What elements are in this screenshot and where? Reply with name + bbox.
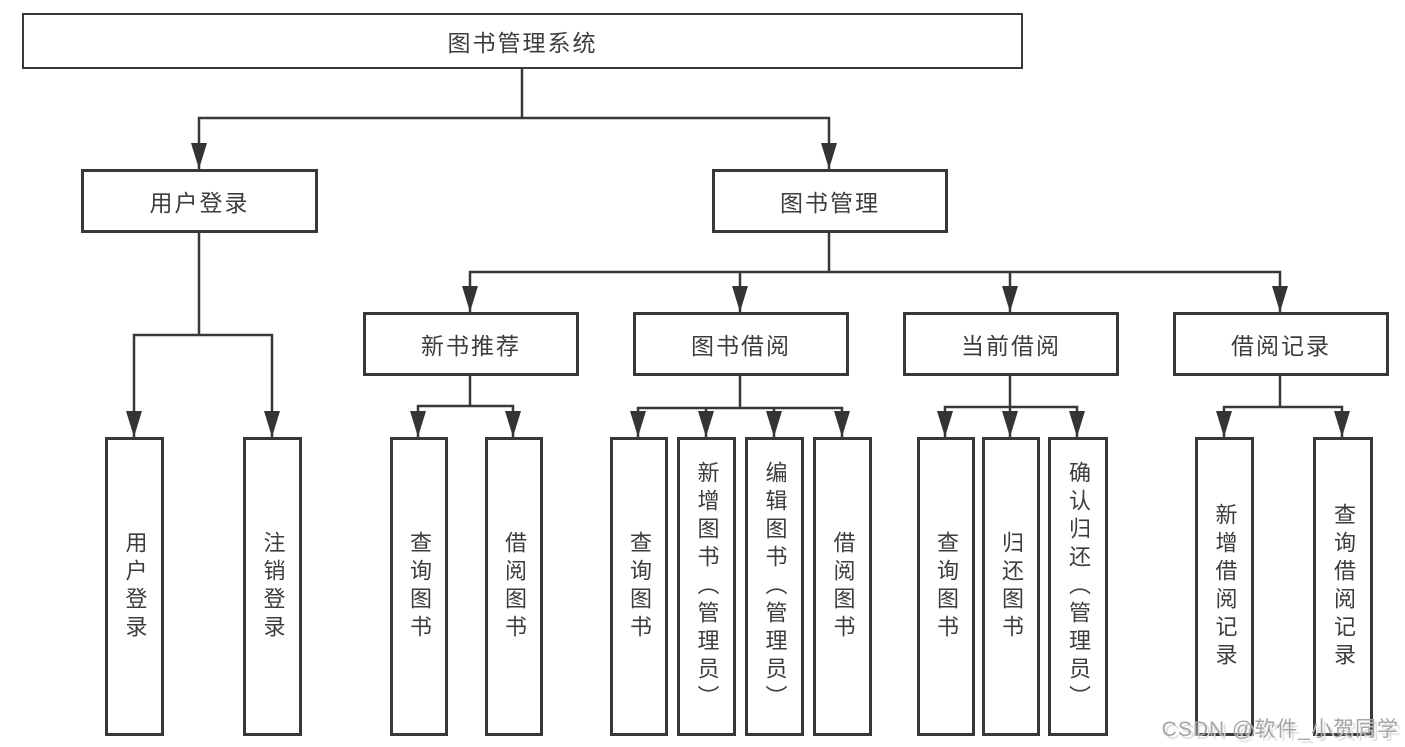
arrow-icon	[1002, 411, 1018, 437]
connector-root-to-level2	[197, 68, 831, 169]
arrow-icon	[937, 411, 953, 437]
node-label: 注销登录	[260, 530, 286, 643]
node-leaf-query-book-1: 查询图书	[390, 437, 448, 736]
arrow-icon	[1216, 411, 1232, 437]
node-label: 新书推荐	[421, 333, 521, 359]
arrow-icon	[698, 411, 714, 437]
node-leaf-add-book-admin: 新增图书（管理员）	[677, 437, 736, 736]
arrow-icon	[1069, 411, 1085, 437]
node-current-borrow: 当前借阅	[903, 312, 1119, 376]
arrow-icon	[1272, 286, 1288, 312]
node-new-book-recommend: 新书推荐	[363, 312, 579, 376]
arrow-icon	[630, 411, 646, 437]
node-leaf-user-login: 用户登录	[105, 437, 164, 736]
node-label: 归还图书	[999, 530, 1024, 643]
node-leaf-borrow-book-1: 借阅图书	[485, 437, 543, 736]
connector-user-login-to-leaves	[132, 232, 274, 437]
node-leaf-edit-book-admin: 编辑图书（管理员）	[745, 437, 804, 736]
arrow-icon	[462, 286, 478, 312]
node-label: 查询图书	[934, 530, 959, 643]
node-leaf-borrow-book-2: 借阅图书	[813, 437, 872, 736]
arrow-icon	[834, 411, 850, 437]
node-book-borrow: 图书借阅	[633, 312, 849, 376]
node-label: 新增图书（管理员）	[694, 460, 720, 713]
node-leaf-return-book: 归还图书	[982, 437, 1040, 736]
node-root-system: 图书管理系统	[22, 13, 1023, 69]
node-book-management: 图书管理	[712, 169, 948, 233]
arrow-icon	[1334, 411, 1350, 437]
watermark-text: CSDN @软件_小贺同学	[1161, 718, 1399, 741]
node-label: 用户登录	[149, 190, 250, 216]
node-label: 新增借阅记录	[1212, 502, 1238, 671]
connector-new-book-to-leaves	[416, 375, 515, 437]
node-label: 确认归还（管理员）	[1066, 460, 1091, 713]
arrow-icon	[126, 411, 142, 437]
connector-borrow-record-to-leaves	[1222, 375, 1344, 437]
node-borrow-record: 借阅记录	[1173, 312, 1389, 376]
node-user-login: 用户登录	[81, 169, 318, 233]
node-leaf-add-borrow-record: 新增借阅记录	[1195, 437, 1254, 736]
node-leaf-query-borrow-record: 查询借阅记录	[1313, 437, 1373, 736]
node-label: 图书管理系统	[447, 30, 598, 56]
arrow-icon	[191, 143, 207, 169]
node-label: 借阅记录	[1231, 333, 1331, 359]
node-label: 借阅图书	[502, 530, 527, 643]
arrowheads	[126, 143, 1350, 437]
arrow-icon	[1002, 286, 1018, 312]
node-label: 借阅图书	[830, 530, 856, 643]
arrow-icon	[264, 411, 280, 437]
node-label: 查询图书	[627, 530, 652, 643]
connector-book-borrow-to-leaves	[636, 375, 844, 437]
node-label: 图书管理	[780, 190, 880, 216]
node-leaf-query-book-2: 查询图书	[610, 437, 668, 736]
arrow-icon	[766, 411, 782, 437]
node-leaf-query-book-3: 查询图书	[917, 437, 975, 736]
node-label: 用户登录	[122, 530, 148, 643]
connector-book-mgmt-to-level3	[468, 232, 1282, 312]
node-label: 查询图书	[407, 530, 432, 643]
node-label: 编辑图书（管理员）	[762, 460, 788, 713]
arrow-icon	[505, 411, 521, 437]
arrow-icon	[821, 143, 837, 169]
arrow-icon	[732, 286, 748, 312]
node-label: 查询借阅记录	[1331, 502, 1356, 671]
node-leaf-confirm-return-admin: 确认归还（管理员）	[1048, 437, 1108, 736]
node-label: 图书借阅	[691, 333, 791, 359]
node-leaf-logout: 注销登录	[243, 437, 302, 736]
node-label: 当前借阅	[961, 333, 1061, 359]
arrow-icon	[410, 411, 426, 437]
